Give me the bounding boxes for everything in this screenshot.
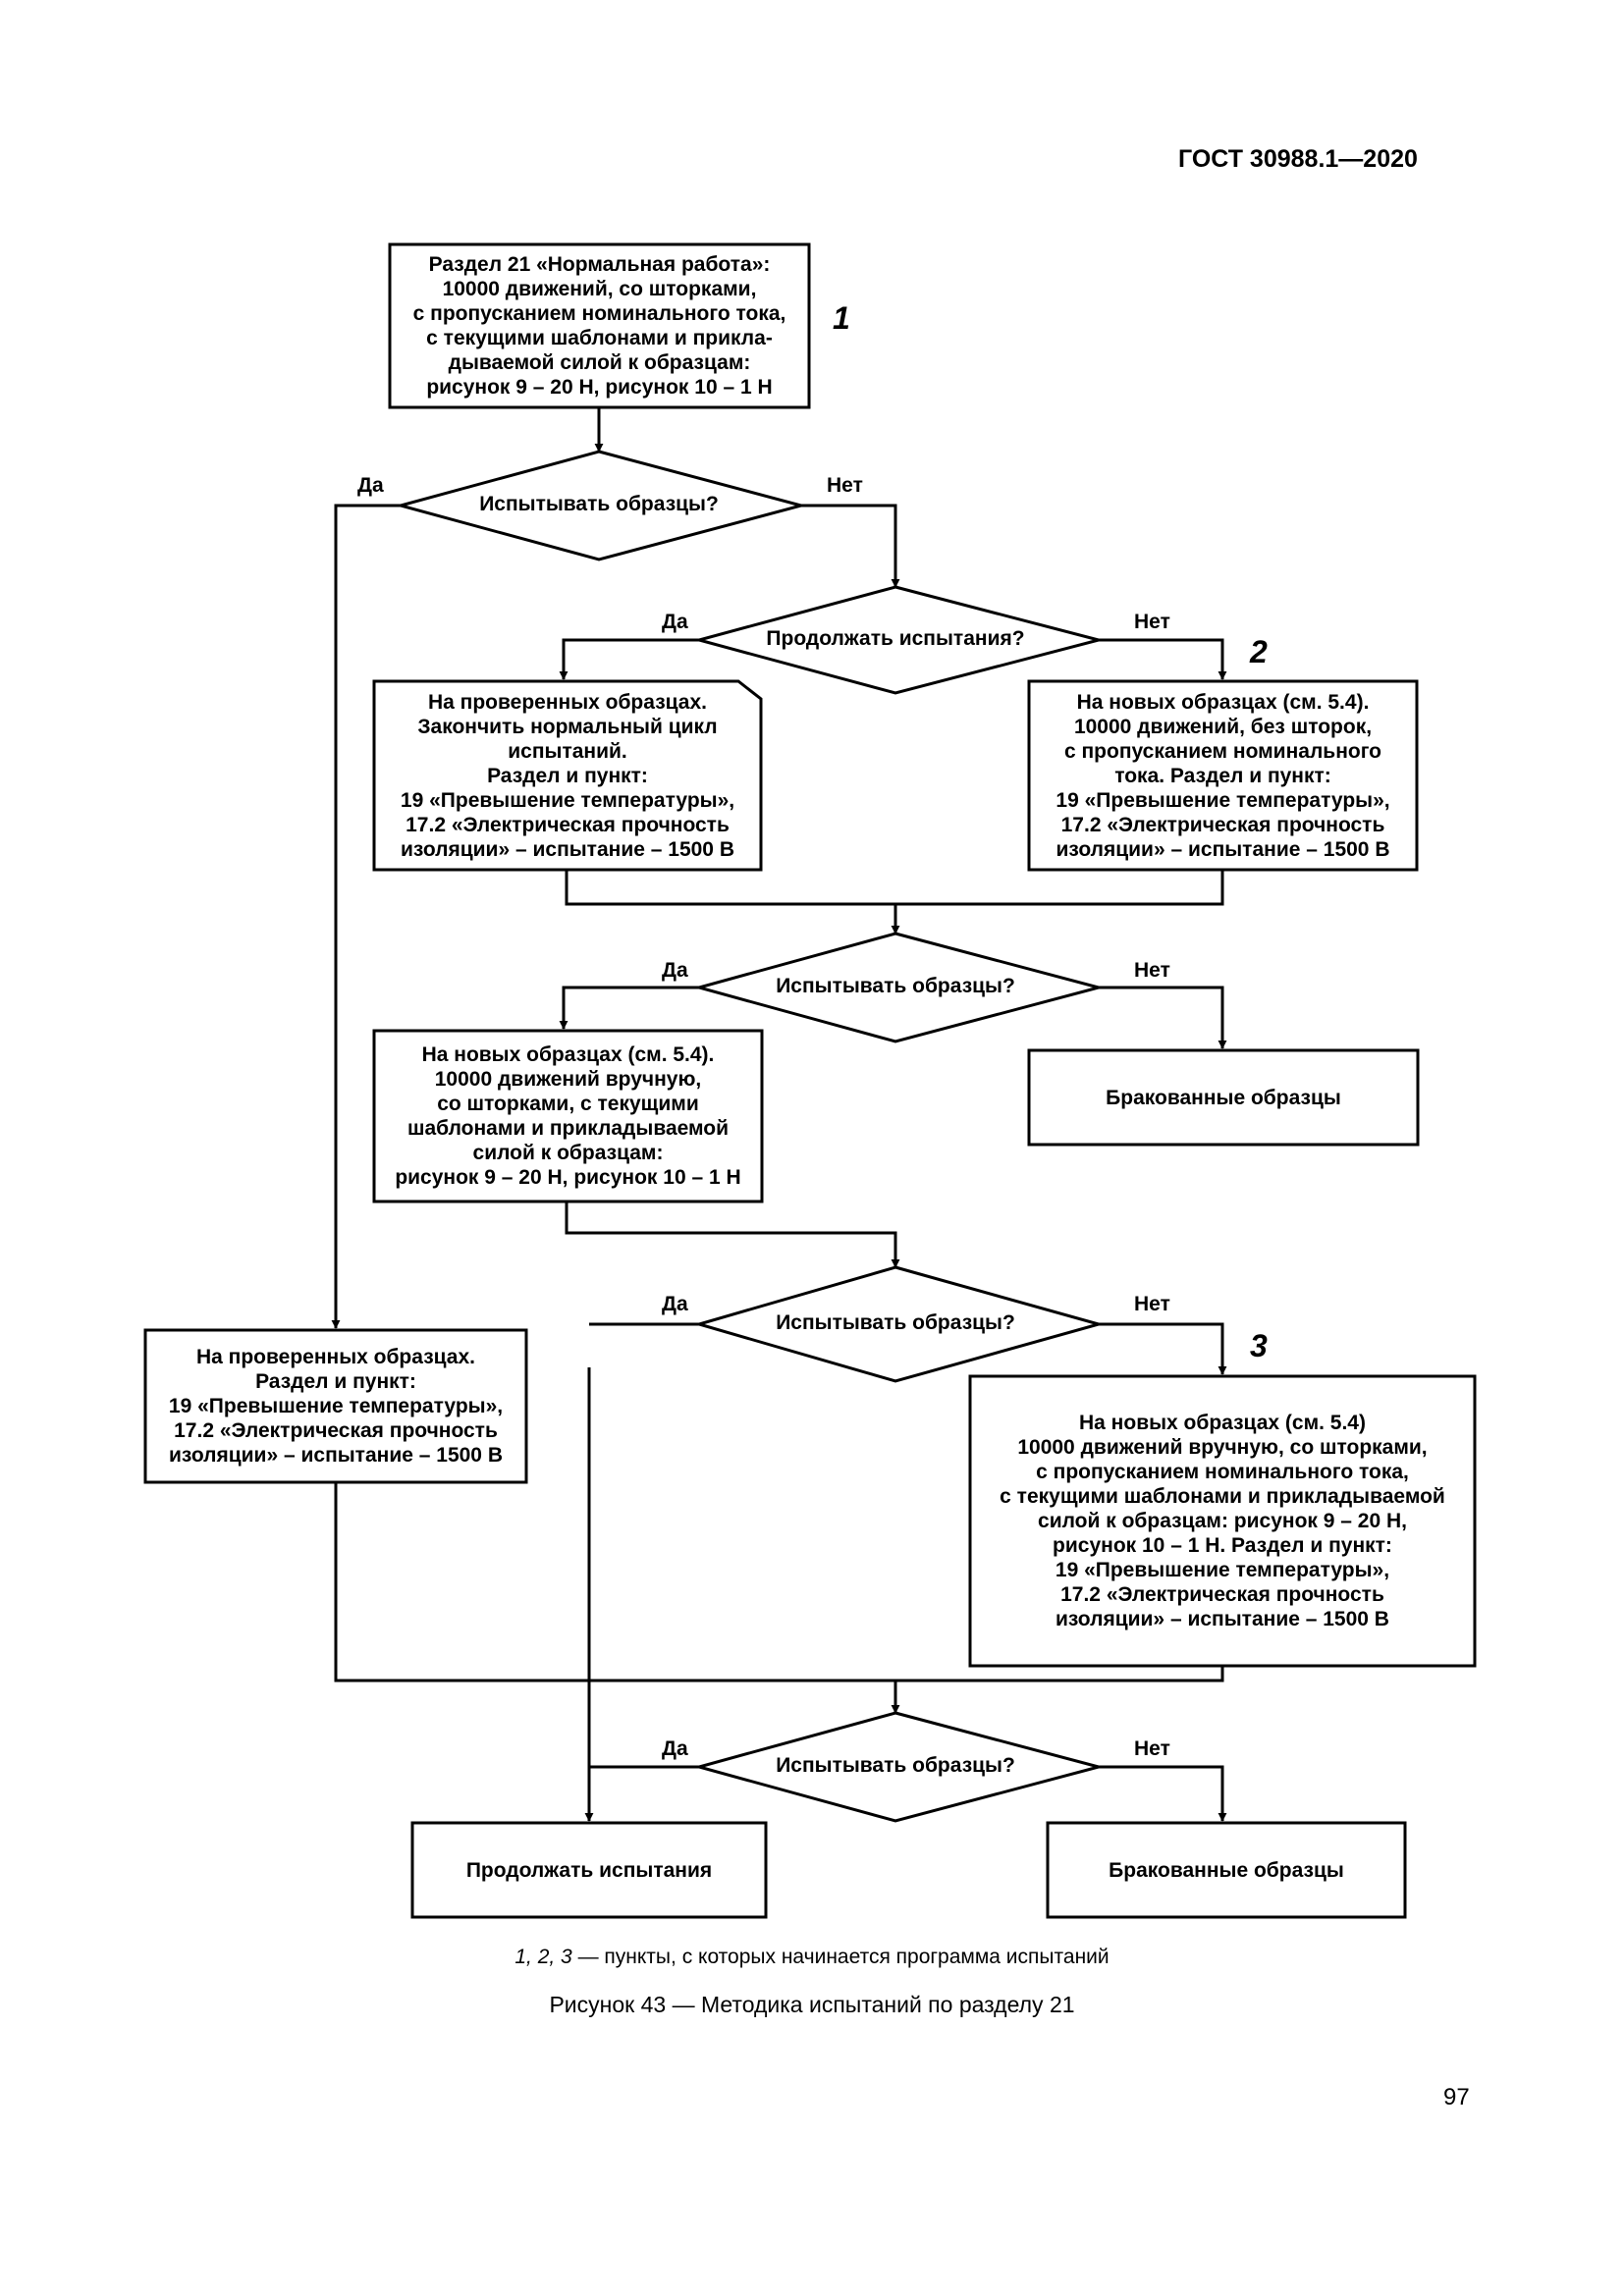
- yes-label: Да: [662, 611, 688, 633]
- connector: [1099, 1322, 1227, 1375]
- decision-2-shape: [693, 585, 1105, 695]
- new-full-box: На новых образцах (см. 5.4) 10000 движен…: [970, 1376, 1475, 1666]
- document-code: ГОСТ 30988.1—2020: [1178, 145, 1418, 173]
- connector: [559, 638, 699, 680]
- no-label: Нет: [1134, 959, 1170, 982]
- connector: [334, 1482, 1224, 1682]
- no-label: Нет: [827, 474, 863, 497]
- checked-section-box-shape: [143, 1328, 528, 1484]
- start-marker-1: 1: [833, 300, 850, 336]
- checked-finish-box-text: На проверенных образцах. Закончить норма…: [400, 690, 735, 861]
- connector: [1099, 1765, 1227, 1822]
- checked-finish-box: На проверенных образцах. Закончить норма…: [374, 681, 761, 870]
- connector: [565, 1201, 900, 1268]
- decision-3-shape: [693, 932, 1105, 1043]
- decision-5-shape: [693, 1711, 1105, 1823]
- figure-caption: Рисунок 43 — Методика испытаний по разде…: [549, 1992, 1075, 2017]
- new-full-box-text: На новых образцах (см. 5.4) 10000 движен…: [1000, 1412, 1445, 1630]
- yes-label: Да: [662, 1293, 688, 1315]
- decision-5-label: Испытывать образцы?: [776, 1754, 1015, 1777]
- new-manual-box-text: На новых образцах (см. 5.4). 10000 движе…: [395, 1043, 741, 1189]
- yes-label: Да: [357, 474, 384, 497]
- yes-label: Да: [662, 1737, 688, 1760]
- decision-3-label: Испытывать образцы?: [776, 975, 1015, 997]
- start-marker-2: 2: [1250, 634, 1268, 669]
- connector: [801, 504, 900, 588]
- start-box: Раздел 21 «Нормальная работа»: 10000 дви…: [390, 244, 809, 407]
- start-marker-3: 3: [1250, 1328, 1268, 1363]
- rejected-box-2-shape: [1046, 1821, 1407, 1919]
- yes-label: Да: [662, 959, 688, 982]
- connector: [565, 870, 1224, 906]
- no-label: Нет: [1134, 611, 1170, 633]
- rejected-box-1: Бракованные образцы: [1029, 1050, 1418, 1145]
- new-full-box-shape: [968, 1374, 1477, 1668]
- connector: [1099, 638, 1227, 680]
- connector: [331, 504, 401, 1329]
- no-label: Нет: [1134, 1293, 1170, 1315]
- rejected-box-1-text: Бракованные образцы: [1106, 1086, 1341, 1109]
- start-box-shape: [388, 242, 811, 409]
- connector: [1099, 986, 1227, 1049]
- start-box-text: Раздел 21 «Нормальная работа»: 10000 дви…: [412, 253, 786, 399]
- continue-box: Продолжать испытания: [412, 1823, 766, 1917]
- connector: [559, 986, 699, 1030]
- checked-finish-box-shape: [372, 679, 763, 872]
- checked-section-box: На проверенных образцах. Раздел и пункт:…: [145, 1330, 526, 1482]
- new-no-shutters-box: На новых образцах (см. 5.4). 10000 движе…: [1029, 681, 1417, 870]
- page-number: 97: [1443, 2084, 1470, 2110]
- new-no-shutters-box-shape: [1027, 679, 1419, 872]
- new-manual-box-shape: [372, 1029, 764, 1203]
- legend-numbers: 1, 2, 3: [514, 1946, 572, 1968]
- rejected-box-2-text: Бракованные образцы: [1109, 1858, 1344, 1882]
- continue-box-text: Продолжать испытания: [465, 1858, 713, 1882]
- legend-text: — пункты, с которых начинается программа…: [571, 1946, 1110, 1968]
- new-manual-box: На новых образцах (см. 5.4). 10000 движе…: [374, 1031, 762, 1201]
- checked-section-box-text: На проверенных образцах. Раздел и пункт:…: [168, 1346, 504, 1467]
- new-no-shutters-box-text: На новых образцах (см. 5.4). 10000 движе…: [1056, 690, 1390, 861]
- decision-1-shape: [395, 450, 807, 561]
- continue-box-shape: [410, 1821, 768, 1919]
- rejected-box-2: Бракованные образцы: [1048, 1823, 1405, 1917]
- decision-4-shape: [693, 1265, 1105, 1383]
- decision-1-label: Испытывать образцы?: [479, 493, 719, 515]
- decision-2-label: Продолжать испытания?: [766, 627, 1025, 650]
- rejected-box-1-shape: [1027, 1048, 1420, 1147]
- decision-4-label: Испытывать образцы?: [776, 1311, 1015, 1334]
- no-label: Нет: [1134, 1737, 1170, 1760]
- legend-note: 1, 2, 3 — пункты, с которых начинается п…: [0, 1946, 1624, 1969]
